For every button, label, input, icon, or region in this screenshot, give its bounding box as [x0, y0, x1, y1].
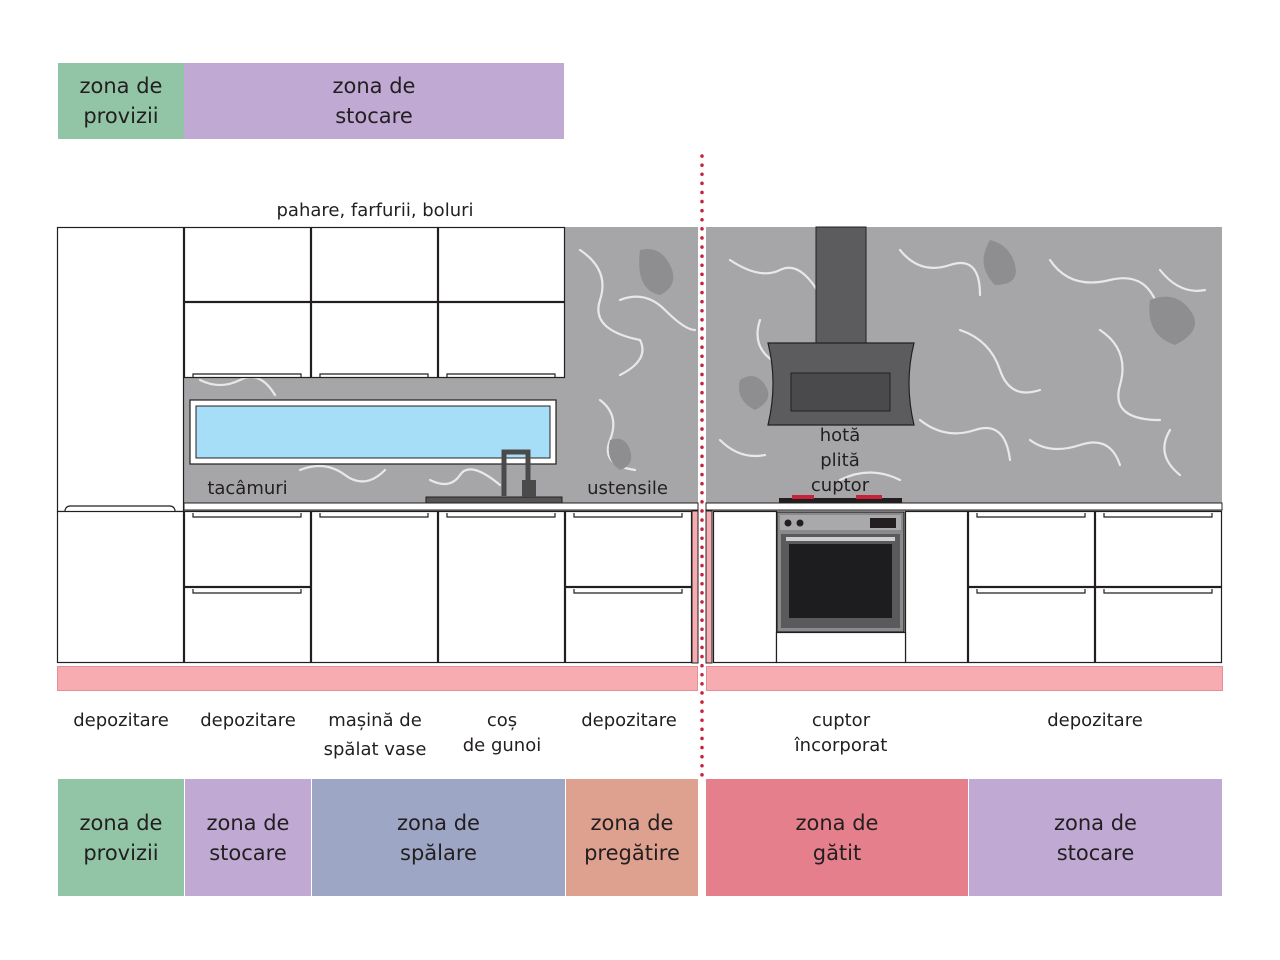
top-zone-provizii-line1: zona de [79, 74, 163, 98]
hob [779, 498, 902, 503]
base-label-5: depozitare [565, 708, 693, 733]
base-label-1-line1: depozitare [73, 710, 169, 731]
plinth-right [706, 666, 1223, 691]
bottom-zone-provizii: zona de provizii [58, 779, 184, 896]
marble-darker-patches [608, 240, 1195, 470]
label-upper-cabinets: pahare, farfurii, boluri [276, 200, 474, 221]
bottom-zone-3-line2: spălare [400, 840, 477, 865]
base-cabinets-right [712, 510, 1223, 664]
base-label-6-line1: cuptor [811, 710, 871, 731]
base-label-4-line2: de gunoi [462, 735, 542, 756]
bottom-zone-pregatire: zona de pregătire [566, 779, 698, 896]
oven-window [789, 544, 892, 618]
base-end-panel-right [705, 510, 713, 664]
base-label-3-line1: mașină de [328, 710, 422, 731]
bottom-zone-5-line2: gătit [812, 840, 862, 865]
top-zone-stocare: zona de stocare [184, 63, 564, 139]
base-cabinet-handles-right [976, 513, 1213, 594]
top-zone-provizii: zona de provizii [58, 63, 184, 139]
bottom-zone-2-line1: zona de [206, 810, 290, 835]
bottom-zone-spalare: zona de spălare [312, 779, 565, 896]
base-label-2-line1: depozitare [200, 710, 296, 731]
oven-handle [786, 537, 895, 541]
base-label-3-line2: spălat vase [323, 739, 427, 760]
bottom-zone-1-line1: zona de [79, 810, 163, 835]
base-label-4-line1: coș [486, 710, 518, 731]
bottom-zone-2-line2: stocare [209, 840, 287, 865]
base-label-2: depozitare [184, 708, 312, 733]
faucet [501, 449, 531, 496]
label-utensils: ustensile [587, 478, 668, 499]
base-label-6: cuptor încorporat [776, 708, 906, 758]
bottom-zone-6-line2: stocare [1056, 840, 1135, 865]
base-label-5-line1: depozitare [581, 710, 677, 731]
label-cutlery: tacâmuri [207, 478, 288, 499]
base-label-3: mașină de spălat vase [311, 708, 439, 762]
upper-wall-cabinets [183, 226, 566, 379]
oven-knob-1 [784, 519, 792, 527]
base-label-1: depozitare [58, 708, 184, 733]
top-zone-stocare-line2: stocare [335, 104, 413, 128]
glass-shelf-pane [195, 405, 551, 459]
hob-burner-right [856, 495, 882, 499]
hood-filter [790, 372, 891, 412]
base-cabinet-handles-left [192, 513, 683, 594]
tall-pantry-cabinet-upper [56, 226, 185, 513]
base-cabinets-left [56, 510, 693, 664]
label-oven: cuptor [810, 475, 870, 496]
plinth-left [57, 666, 698, 691]
countertop-left [183, 502, 699, 511]
bottom-zone-3-line1: zona de [397, 810, 480, 835]
top-zone-stocare-line1: zona de [332, 74, 416, 98]
faucet-base [522, 480, 536, 497]
hob-burner-left [792, 495, 814, 499]
label-hood: hotă [819, 425, 861, 446]
base-label-7-line1: depozitare [1047, 710, 1143, 731]
oven-display [870, 518, 896, 528]
bottom-zone-stocare-left: zona de stocare [185, 779, 311, 896]
countertop-right [705, 502, 1223, 511]
label-hob: plită [820, 450, 860, 471]
hood-chimney [815, 226, 867, 346]
bottom-zone-stocare-right: zona de stocare [969, 779, 1222, 896]
base-end-panel-left [691, 510, 699, 664]
bottom-zone-4-line1: zona de [590, 810, 674, 835]
top-zone-provizii-line2: provizii [83, 104, 159, 128]
base-label-6-line2: încorporat [794, 735, 888, 756]
sink-basin [425, 496, 563, 504]
upper-cabinet-handles [192, 373, 556, 378]
bottom-zone-gatit: zona de gătit [706, 779, 968, 896]
oven-knob-2 [796, 519, 804, 527]
bottom-zone-4-line2: pregătire [584, 840, 680, 865]
bottom-zone-1-line2: provizii [83, 840, 159, 865]
bottom-zone-5-line1: zona de [795, 810, 879, 835]
bottom-zone-6-line1: zona de [1054, 810, 1137, 835]
base-label-4: coș de gunoi [438, 708, 566, 758]
base-label-7: depozitare [968, 708, 1222, 733]
